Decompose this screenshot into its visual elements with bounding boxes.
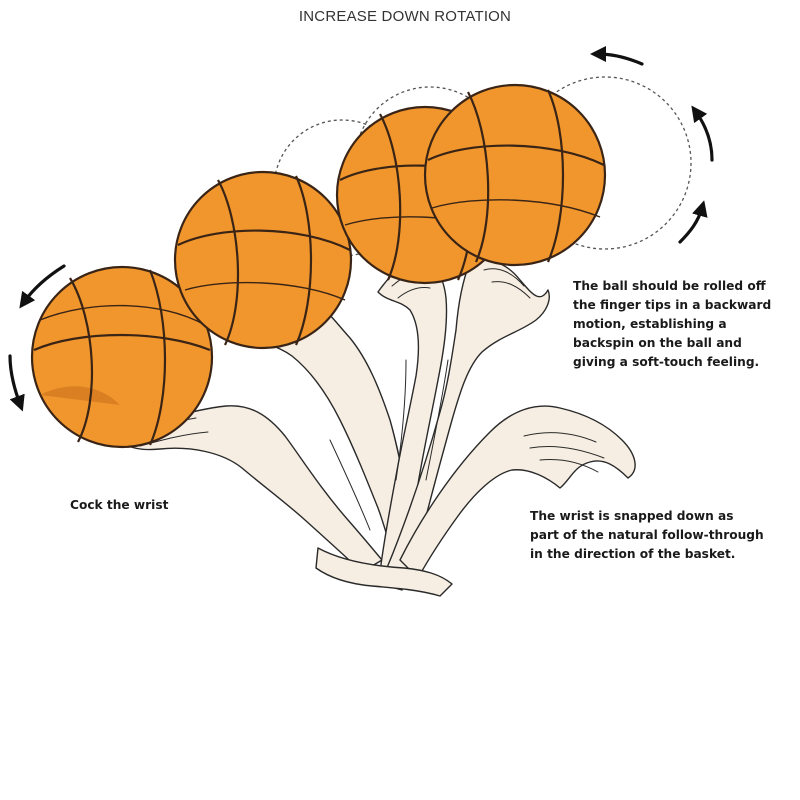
cock-wrist-annotation: Cock the wrist bbox=[70, 498, 169, 512]
rotation-arrows bbox=[8, 46, 714, 412]
curved-arrow-icon bbox=[19, 264, 66, 309]
basketballs bbox=[30, 83, 607, 449]
arms bbox=[117, 259, 636, 597]
curved-arrow-icon bbox=[590, 46, 644, 66]
arm-follow-through bbox=[399, 405, 636, 579]
basketball-4 bbox=[423, 83, 607, 267]
ghost-ball-4 bbox=[518, 76, 692, 250]
forearm-base bbox=[315, 547, 453, 597]
snap-wrist-annotation: The wrist is snapped down as part of the… bbox=[530, 509, 764, 561]
curved-arrow-icon bbox=[8, 354, 25, 412]
arm-release bbox=[379, 259, 550, 591]
diagram-title: INCREASE DOWN ROTATION bbox=[298, 8, 512, 25]
basketball-1 bbox=[30, 265, 214, 449]
curved-arrow-icon bbox=[691, 105, 714, 162]
backspin-annotation: The ball should be rolled off the finger… bbox=[573, 279, 772, 369]
basketball-2 bbox=[173, 170, 353, 350]
curved-arrow-icon bbox=[678, 200, 708, 244]
